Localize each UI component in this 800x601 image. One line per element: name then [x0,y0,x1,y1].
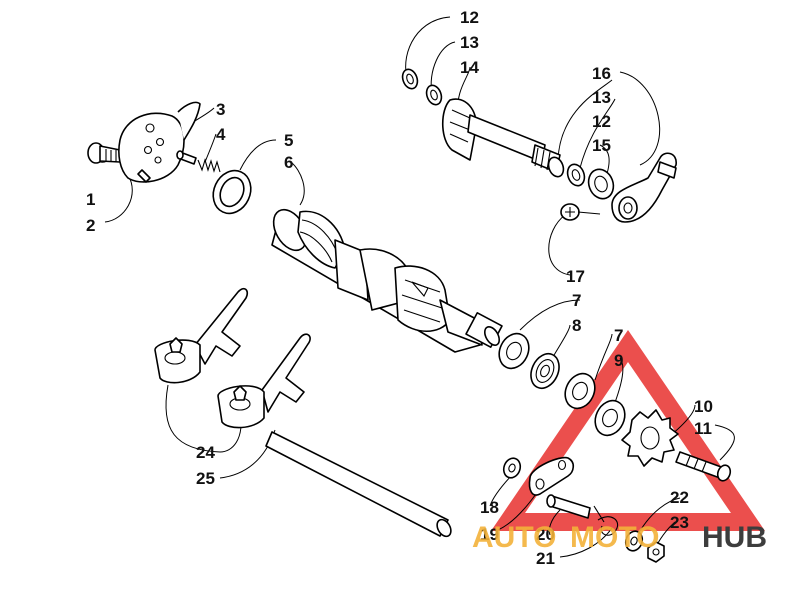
callout-7a: 7 [572,291,581,310]
callout-12-right: 12 [592,112,611,131]
part-22-washer [624,530,644,552]
part-14-gear-shaft [441,98,561,173]
leader-lines [99,16,735,558]
callout-24: 24 [196,443,215,462]
part-10-star-gear [621,409,679,467]
part-5-washer [212,169,252,215]
watermark-moto: MOTO [570,521,659,554]
callout-1: 1 [86,190,95,209]
callout-7b: 7 [614,326,623,345]
part-12-washer-top [401,68,419,90]
callout-15: 15 [592,136,611,155]
part-8-star-washer [530,352,560,390]
part-25-fork-rail [265,431,452,538]
callout-16: 16 [592,64,611,83]
callout-17: 17 [566,267,585,286]
part-18-washer [502,457,522,479]
callout-21: 21 [536,549,555,568]
callout-5: 5 [284,131,293,150]
part-7-washer-a [498,332,530,370]
callout-13-right: 13 [592,88,611,107]
part-11-bolt [675,451,732,482]
callout-19: 19 [480,525,499,544]
callout-11: 11 [694,419,712,438]
part-24-shift-fork-left [154,287,249,384]
callout-20: 20 [536,525,555,544]
callout-14: 14 [460,58,479,77]
watermark-hub: HUB [702,521,767,554]
callout-3: 3 [216,100,225,119]
part-2-housing [118,101,201,183]
callout-9: 9 [614,351,623,370]
callout-13-top: 13 [460,33,479,52]
callout-23: 23 [670,513,689,532]
part-6-shift-drum [271,208,503,353]
part-19-link-plate [528,456,575,496]
callout-25: 25 [196,469,215,488]
part-3-pin [176,150,197,165]
callout-18: 18 [480,498,499,517]
callout-8: 8 [572,316,581,335]
part-13-washer-right [547,156,565,178]
watermark-text: AUTO MOTO HUB [472,521,767,554]
part-16-shift-arm [611,152,677,223]
callout-10: 10 [694,397,713,416]
part-15-bearing [587,168,615,200]
part-13-washer-top [425,84,443,106]
part-7-washer-b [564,372,596,410]
part-12-washer-right [566,163,586,187]
callout-12-top: 12 [460,8,479,27]
callout-6: 6 [284,153,293,172]
part-9-washer [594,399,626,437]
watermark-logo [490,330,766,531]
callout-4: 4 [216,125,226,144]
part-24-shift-fork-right [217,333,311,429]
watermark-auto: AUTO [472,521,556,554]
callout-22: 22 [670,488,689,507]
part-1-bolt [87,142,121,164]
part-21-spring [593,505,618,536]
part-17-screw [560,203,601,221]
part-23-nut [647,541,665,563]
callout-2: 2 [86,216,95,235]
part-4-spring [197,158,221,173]
callout-labels: 1 2 3 4 5 6 7 8 7 9 10 11 12 13 14 16 13… [86,8,713,568]
part-20-pin [546,494,591,519]
